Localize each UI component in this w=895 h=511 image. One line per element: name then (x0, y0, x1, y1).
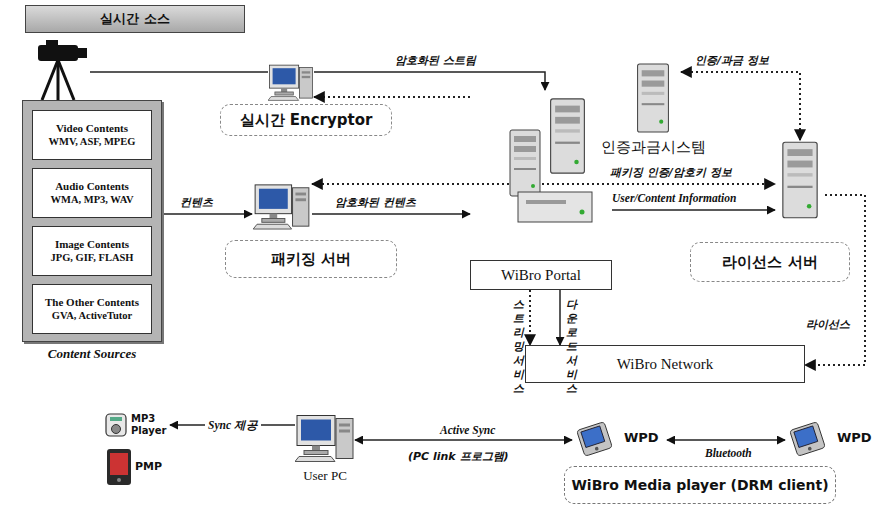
user-pc-icon (295, 416, 353, 462)
connector (355, 439, 572, 441)
content-box: Audio ContentsWMA, MP3, WAV (32, 168, 152, 218)
node-label: PMP (135, 460, 162, 473)
title-box: 실시간 소스 (25, 5, 245, 33)
camera-feed-line (90, 71, 268, 73)
portal-unit (518, 192, 592, 222)
node-text: WMV, ASF, MPEG (49, 135, 136, 149)
node-label: WiBro Portal (501, 267, 581, 284)
connector (612, 209, 775, 211)
pmp: PMP (105, 450, 165, 486)
note-label: (PC link 프로그램) (408, 450, 509, 464)
node-label: 패키징 서버 (271, 250, 351, 269)
content-box: Video ContentsWMV, ASF, MPEG (32, 110, 152, 160)
edge-label: 암호화된 컨텐츠 (335, 196, 416, 210)
label-box: WiBro Portal (470, 260, 612, 290)
portal: WiBro Portal (470, 90, 612, 290)
node-label: 라이선스 서버 (722, 253, 817, 272)
wpd-icon (790, 422, 826, 457)
media-player-box: WiBro Media player (DRM client) (564, 466, 835, 504)
packaging-server: 패키징 서버 (252, 182, 312, 230)
node-label: MP3 Player (131, 413, 166, 437)
license-server: 라이선스 서버 (775, 140, 825, 220)
node-text: GVA, ActiveTutor (52, 309, 133, 323)
node-label: WPD (624, 430, 659, 445)
edge-label: 다운로드 서비스 (566, 298, 577, 396)
content-box: The Other ContentsGVA, ActiveTutor (32, 284, 152, 334)
connector (312, 183, 775, 185)
connector (312, 213, 470, 215)
edge-label: User/Content Information (612, 191, 736, 205)
billing-icon (638, 64, 669, 132)
node-text: Video Contents (56, 121, 128, 135)
wpd-icon (577, 422, 613, 457)
edge-label: Active Sync (440, 423, 495, 437)
user-pc: User PC (295, 410, 355, 465)
connector (559, 290, 561, 345)
encryptor-icon (268, 65, 312, 100)
node-label: Content Sources (22, 346, 162, 362)
edge-label: 스트리밍 서비스 (513, 298, 524, 396)
edge-label: Sync 제공 (205, 418, 261, 432)
portal-icon (510, 130, 540, 196)
connector (681, 72, 800, 140)
mp3-player: MP3 Player (105, 410, 170, 442)
node-text: Audio Contents (55, 179, 129, 193)
label-box: 패키징 서버 (225, 240, 397, 278)
camera-icon (38, 40, 87, 100)
connector (529, 290, 531, 345)
encryptor: 실시간 Encryptor (268, 62, 314, 102)
node-text: 실시간 소스 (100, 10, 170, 28)
billing-server: 인증과금시스템 (625, 62, 681, 134)
node-label: 인증과금시스템 (595, 138, 711, 157)
node-text: WiBro Media player (DRM client) (571, 477, 828, 493)
packaging-icon (253, 185, 309, 229)
edge-label: Bluetooth (705, 446, 752, 460)
connector (667, 439, 785, 441)
edge-label: 암호화된 스트림 (395, 54, 476, 68)
edge-label: 인증/과금 정보 (695, 54, 769, 68)
edge-label: 컨텐츠 (180, 196, 213, 210)
wpd-device: WPD (785, 418, 880, 460)
node-label: WPD (837, 430, 872, 445)
node-text: WMA, MP3, WAV (50, 193, 133, 207)
node-label: User PC (290, 468, 360, 484)
label-box: 라이선스 서버 (690, 242, 850, 282)
source-panel: Content Sources Video ContentsWMV, ASF, M… (22, 100, 162, 370)
connector (162, 213, 252, 215)
pmp-icon (107, 449, 131, 485)
label-box: 실시간 Encryptor (220, 104, 392, 136)
node-text: The Other Contents (45, 295, 139, 309)
node-label: 실시간 Encryptor (240, 111, 373, 130)
edge-label: 라이선스 (806, 318, 850, 332)
connector (314, 96, 470, 98)
content-box: Image ContentsJPG, GIF, FLASH (32, 226, 152, 276)
edge-label: 패키징 인증/암호키 정보 (610, 166, 732, 180)
mp3-icon (106, 414, 126, 436)
wpd-device: WPD (572, 418, 667, 460)
node-text: WiBro Network (617, 356, 713, 373)
license-icon (783, 142, 817, 217)
portal-icon (551, 99, 585, 173)
node-text: Image Contents (55, 237, 129, 251)
node-text: JPG, GIF, FLASH (50, 251, 133, 265)
connector (314, 72, 545, 90)
